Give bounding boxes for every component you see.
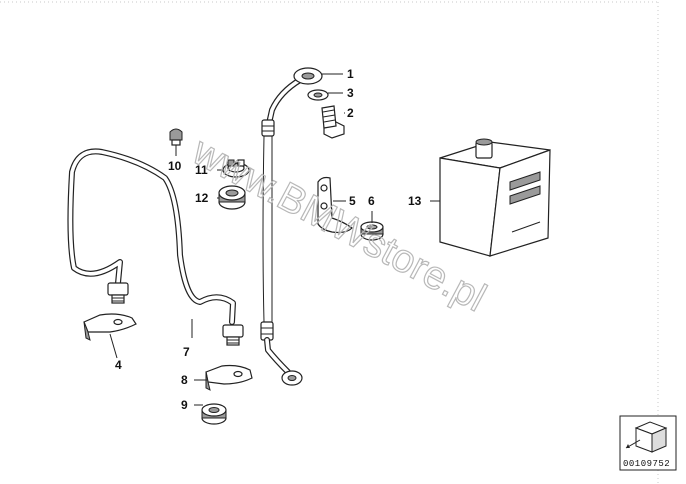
washer-3 <box>307 89 329 101</box>
grommet-12 <box>218 185 246 210</box>
clip-8 <box>205 364 253 391</box>
callout-10: 10 <box>168 159 182 173</box>
clip-4 <box>83 313 137 359</box>
callout-7: 7 <box>183 345 190 359</box>
grommet-9 <box>201 403 227 425</box>
callout-11: 11 <box>195 163 208 177</box>
brake-hose <box>260 67 323 386</box>
callout-4: 4 <box>115 358 122 372</box>
bracket-5 <box>317 176 353 234</box>
callout-13: 13 <box>408 194 422 208</box>
callout-8: 8 <box>181 373 188 387</box>
callout-6: 6 <box>368 194 375 208</box>
callout-labels: 1 3 2 10 11 12 5 6 13 4 7 8 9 <box>115 67 422 412</box>
diagram-code: 00109752 <box>623 459 670 469</box>
brake-pipe-7 <box>67 148 244 346</box>
hose-clamp-11 <box>222 159 250 178</box>
callout-1: 1 <box>347 67 354 81</box>
grommet-6 <box>360 221 384 241</box>
diagram-code-box: 00109752 <box>619 415 677 471</box>
callout-9: 9 <box>181 398 188 412</box>
callout-2: 2 <box>347 106 354 120</box>
callout-3: 3 <box>347 86 354 100</box>
cube-icon <box>625 421 668 453</box>
leader-lines <box>191 73 440 406</box>
page-border <box>0 1 659 484</box>
banjo-bolt-2 <box>321 105 345 139</box>
bleed-cap-10 <box>169 128 183 156</box>
brake-fluid-can-13 <box>439 138 551 257</box>
callout-5: 5 <box>349 194 356 208</box>
callout-12: 12 <box>195 191 209 205</box>
